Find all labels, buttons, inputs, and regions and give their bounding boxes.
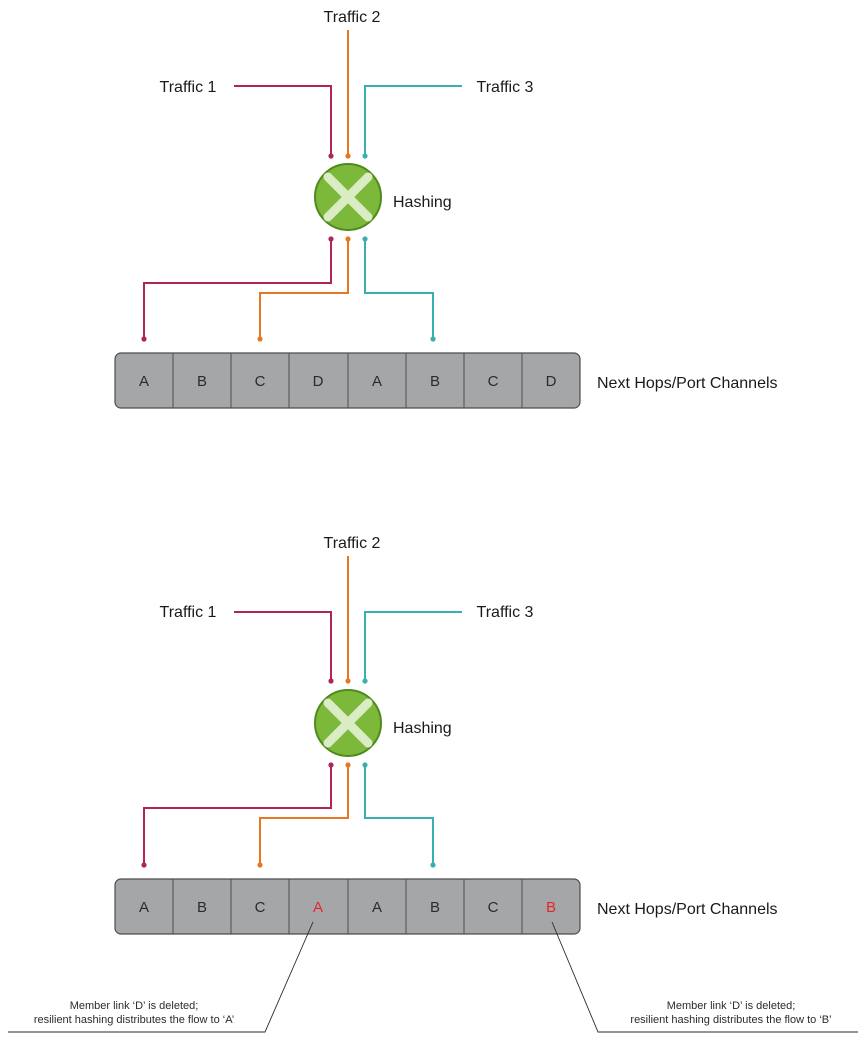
traffic-1-output-dot bbox=[141, 862, 147, 868]
hashing-label: Hashing bbox=[393, 194, 452, 211]
traffic-3-label: Traffic 3 bbox=[477, 604, 534, 621]
traffic-2-output-dot bbox=[257, 862, 263, 868]
traffic-2-input-dot bbox=[345, 678, 351, 684]
traffic-1-input-line bbox=[234, 611, 332, 680]
callout-right-line1: Member link ‘D’ is deleted; bbox=[667, 1000, 796, 1012]
traffic-3-output-line bbox=[364, 239, 434, 338]
traffic-2-label: Traffic 2 bbox=[324, 9, 381, 26]
channel-cell: A bbox=[372, 373, 382, 390]
traffic-2-output-line bbox=[259, 239, 349, 338]
traffic-1-input-line bbox=[234, 85, 332, 155]
traffic-1-output-dot bbox=[141, 336, 147, 342]
diagram-bottom: Traffic 1 Traffic 2 Traffic 3 Hashing A … bbox=[8, 535, 858, 1033]
channel-cell: A bbox=[139, 899, 149, 916]
traffic-2-output-line bbox=[259, 765, 349, 864]
channel-cell: B bbox=[430, 899, 440, 916]
traffic-2-output-dot bbox=[257, 336, 263, 342]
traffic-3-label: Traffic 3 bbox=[477, 79, 534, 96]
channel-cell: C bbox=[255, 899, 266, 916]
hashing-icon bbox=[315, 690, 381, 756]
traffic-3-input-dot bbox=[362, 678, 368, 684]
channels-label: Next Hops/Port Channels bbox=[597, 901, 778, 918]
channel-cell: C bbox=[255, 373, 266, 390]
channel-cell: B bbox=[197, 899, 207, 916]
channel-cell: D bbox=[546, 373, 557, 390]
diagram-top: Traffic 1 Traffic 2 Traffic 3 Hashing A … bbox=[114, 9, 778, 409]
channel-cell: C bbox=[488, 373, 499, 390]
traffic-1-input-dot bbox=[328, 153, 334, 159]
channel-cell: C bbox=[488, 899, 499, 916]
traffic-2-input-dot bbox=[345, 153, 351, 159]
traffic-1-label: Traffic 1 bbox=[160, 79, 217, 96]
callout-left-leader bbox=[8, 921, 314, 1033]
callout-right-line2: resilient hashing distributes the flow t… bbox=[630, 1014, 831, 1026]
traffic-3-input-line bbox=[364, 611, 462, 680]
hashing-icon bbox=[315, 164, 381, 230]
traffic-1-output-line bbox=[143, 765, 332, 864]
callout-left-line1: Member link ‘D’ is deleted; bbox=[70, 1000, 199, 1012]
traffic-3-output-line bbox=[364, 765, 434, 864]
traffic-2-label: Traffic 2 bbox=[324, 535, 381, 552]
hashing-label: Hashing bbox=[393, 720, 452, 737]
channel-cell: A bbox=[372, 899, 382, 916]
callout-left-line2: resilient hashing distributes the flow t… bbox=[34, 1014, 234, 1026]
port-channel-bar: A B C A A B C B bbox=[114, 878, 581, 935]
channels-label: Next Hops/Port Channels bbox=[597, 375, 778, 392]
traffic-3-input-line bbox=[364, 85, 462, 155]
traffic-1-label: Traffic 1 bbox=[160, 604, 217, 621]
channel-cell-redistributed: B bbox=[546, 899, 556, 916]
traffic-3-output-dot bbox=[430, 862, 436, 868]
callout-right-leader bbox=[551, 921, 858, 1033]
port-channel-bar: A B C D A B C D bbox=[114, 352, 581, 409]
traffic-3-input-dot bbox=[362, 153, 368, 159]
channel-cell: D bbox=[313, 373, 324, 390]
channel-cell-redistributed: A bbox=[313, 899, 323, 916]
channel-cell: B bbox=[430, 373, 440, 390]
traffic-1-input-dot bbox=[328, 678, 334, 684]
channel-cell: A bbox=[139, 373, 149, 390]
traffic-3-output-dot bbox=[430, 336, 436, 342]
channel-cell: B bbox=[197, 373, 207, 390]
traffic-1-output-line bbox=[143, 239, 332, 338]
